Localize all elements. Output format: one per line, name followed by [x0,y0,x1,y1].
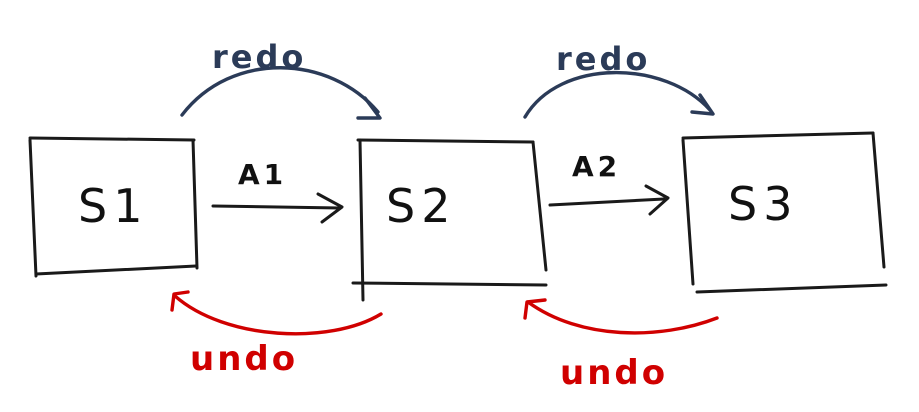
redo-label-2: redo [556,40,650,78]
undo-label-1: undo [190,339,298,379]
redo-label-1: redo [212,38,306,76]
state-box-s3: S3 [681,131,888,294]
state-box-s2: S2 [351,138,548,302]
state-label-s2: S2 [386,179,456,233]
action-label-a1: A1 [238,158,287,191]
redo-arrow-2: redo [523,40,715,119]
action-arrow-a1: A1 [211,158,344,224]
undo-arrow-1: undo [170,290,383,379]
action-arrow-a2: A2 [548,150,670,216]
state-label-s1: S1 [78,179,148,233]
action-label-a2: A2 [572,150,621,183]
undo-label-2: undo [560,353,668,393]
state-box-s1: S1 [28,136,199,278]
state-label-s3: S3 [728,177,798,231]
redo-arrow-1: redo [180,38,382,120]
undo-arrow-2: undo [523,298,719,393]
